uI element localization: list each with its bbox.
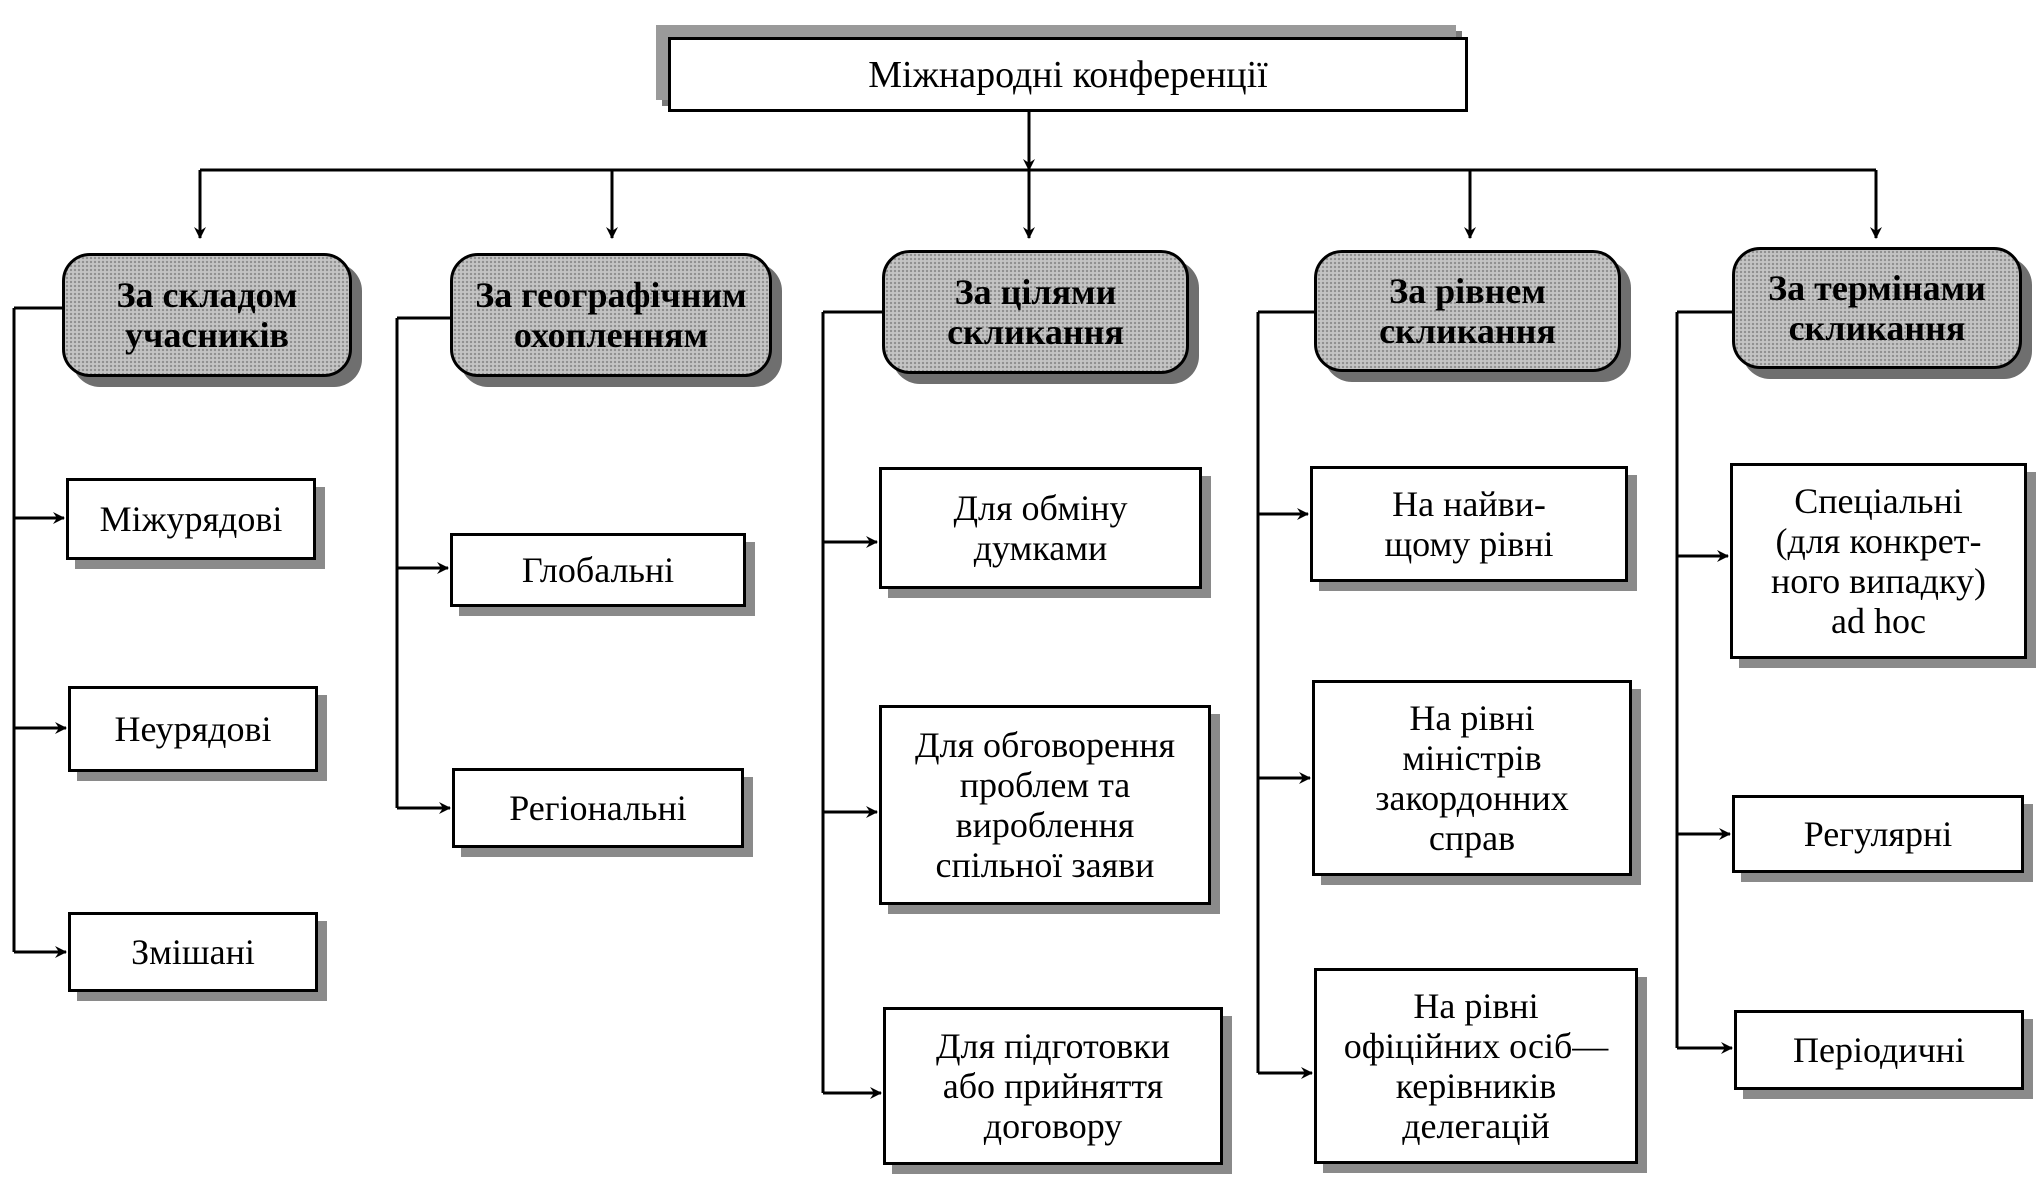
category-purposes: За цілями скликання — [882, 250, 1189, 374]
item-periodic: Періодичні — [1734, 1010, 2024, 1090]
item-nongovernmental: Неурядові — [68, 686, 318, 772]
category-label: За цілями скликання — [947, 272, 1124, 352]
item-regular: Регулярні — [1732, 795, 2024, 873]
category-terms: За термінами скликання — [1732, 247, 2022, 369]
item-highest-level: На найви- щому рівні — [1310, 466, 1628, 582]
item-mixed: Змішані — [68, 912, 318, 992]
item-discussion-statement: Для обговорення проблем та вироблення сп… — [879, 705, 1211, 905]
root-node: Міжнародні конференції — [668, 37, 1468, 112]
item-intergovernmental: Міжурядові — [66, 478, 316, 560]
item-foreign-ministers: На рівні міністрів закордонних справ — [1312, 680, 1632, 876]
category-level: За рівнем скликання — [1314, 250, 1621, 372]
category-label: За географічним охопленням — [475, 275, 747, 355]
category-label: За складом учасників — [116, 275, 298, 355]
root-label: Міжнародні конференції — [868, 53, 1268, 96]
category-label: За термінами скликання — [1768, 268, 1986, 348]
item-special-ad-hoc: Спеціальні (для конкрет- ного випадку) a… — [1730, 463, 2027, 659]
category-participants: За складом учасників — [62, 253, 352, 377]
category-label: За рівнем скликання — [1379, 271, 1556, 351]
item-global: Глобальні — [450, 533, 746, 607]
item-regional: Регіональні — [452, 768, 744, 848]
item-treaty-preparation: Для підготовки або прийняття договору — [883, 1007, 1223, 1165]
item-exchange-views: Для обміну думками — [879, 467, 1202, 589]
category-geography: За географічним охопленням — [450, 253, 772, 377]
item-delegation-heads: На рівні офіційних осіб— керівників деле… — [1314, 968, 1638, 1164]
